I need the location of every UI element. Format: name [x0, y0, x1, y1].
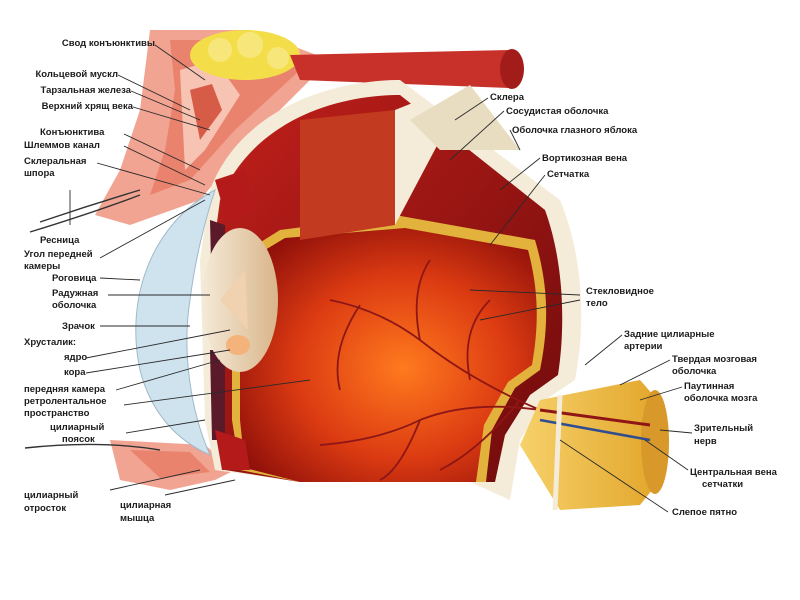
extraocular-muscle — [290, 49, 524, 89]
label-scleral-spur: Склеральная — [24, 156, 87, 167]
orbital-fat — [190, 30, 300, 80]
iris-lower — [210, 350, 225, 440]
label-chamber-angle-2: камеры — [24, 261, 61, 272]
label-cornea: Роговица — [52, 273, 97, 284]
leader-lines — [69, 44, 693, 513]
lens — [202, 228, 278, 372]
label-anterior-chamber: передняя камера — [24, 384, 106, 395]
label-schlemm-canal: Шлеммов канал — [24, 140, 100, 151]
label-pupil: Зрачок — [62, 321, 95, 332]
label-eyeball-coat: Оболочка глазного яблока — [512, 125, 638, 136]
label-ciliary-muscle: цилиарная — [120, 500, 172, 511]
retinal-vessels — [319, 259, 541, 481]
label-scleral-spur-2: шпора — [24, 168, 55, 179]
label-retina: Сетчатка — [547, 169, 590, 180]
label-ciliary-process: цилиарный — [24, 490, 79, 501]
label-vitreous-body-2: тело — [586, 298, 608, 309]
cross-section-block — [300, 85, 520, 240]
label-central-retinal-vein: Центральная вена — [690, 467, 777, 478]
label-optic-nerve-2: нерв — [694, 436, 717, 447]
label-iris-2: оболочка — [52, 300, 97, 311]
label-ciliary-process-2: отросток — [24, 503, 67, 514]
label-posterior-ciliary-arteries-2: артерии — [624, 341, 663, 352]
label-sclera: Склера — [490, 92, 525, 103]
label-ciliary-muscle-2: мышца — [120, 513, 155, 524]
label-dura-mater-2: оболочка — [672, 366, 717, 377]
label-lens-cortex: кора — [64, 367, 86, 378]
label-upper-tarsus: Верхний хрящ века — [41, 101, 133, 112]
label-vitreous-body: Стекловидное — [586, 286, 654, 297]
optic-nerve — [520, 380, 669, 511]
label-central-retinal-vein-2: сетчатки — [702, 479, 744, 490]
label-optic-nerve: Зрительный — [694, 423, 754, 434]
vitreous-body — [240, 228, 537, 482]
label-arachnoid: Паутинная — [684, 381, 735, 392]
cornea — [135, 188, 216, 456]
label-ciliary-zonule-2: поясок — [62, 434, 95, 445]
label-retrolental-space-2: пространство — [24, 408, 90, 419]
label-vortex-vein: Вортикозная вена — [542, 153, 628, 164]
label-retrolental-space: ретролентальное — [24, 396, 107, 407]
label-posterior-ciliary-arteries: Задние цилиарные — [624, 329, 715, 340]
label-lens: Хрусталик: — [24, 337, 77, 348]
ciliary-body — [215, 170, 255, 470]
label-dura-mater: Твердая мозговая — [672, 354, 757, 365]
label-ciliary-zonule: цилиарный — [50, 422, 105, 433]
label-tarsal-gland: Тарзальная железа — [40, 85, 131, 96]
label-conjunctiva: Конъюнктива — [40, 127, 105, 138]
label-chamber-angle: Угол передней — [24, 249, 93, 260]
eyelashes — [24, 189, 161, 451]
label-choroid: Сосудистая оболочка — [506, 106, 609, 117]
label-eyelash: Ресница — [40, 235, 80, 246]
label-fornix: Свод конъюнктивы — [61, 38, 155, 49]
label-lens-nucleus: ядро — [64, 352, 88, 363]
label-blind-spot: Слепое пятно — [672, 507, 737, 518]
label-arachnoid-2: оболочка мозга — [684, 393, 758, 404]
label-orbicularis: Кольцевой мускл — [35, 69, 119, 80]
label-iris: Радужная — [52, 288, 99, 299]
